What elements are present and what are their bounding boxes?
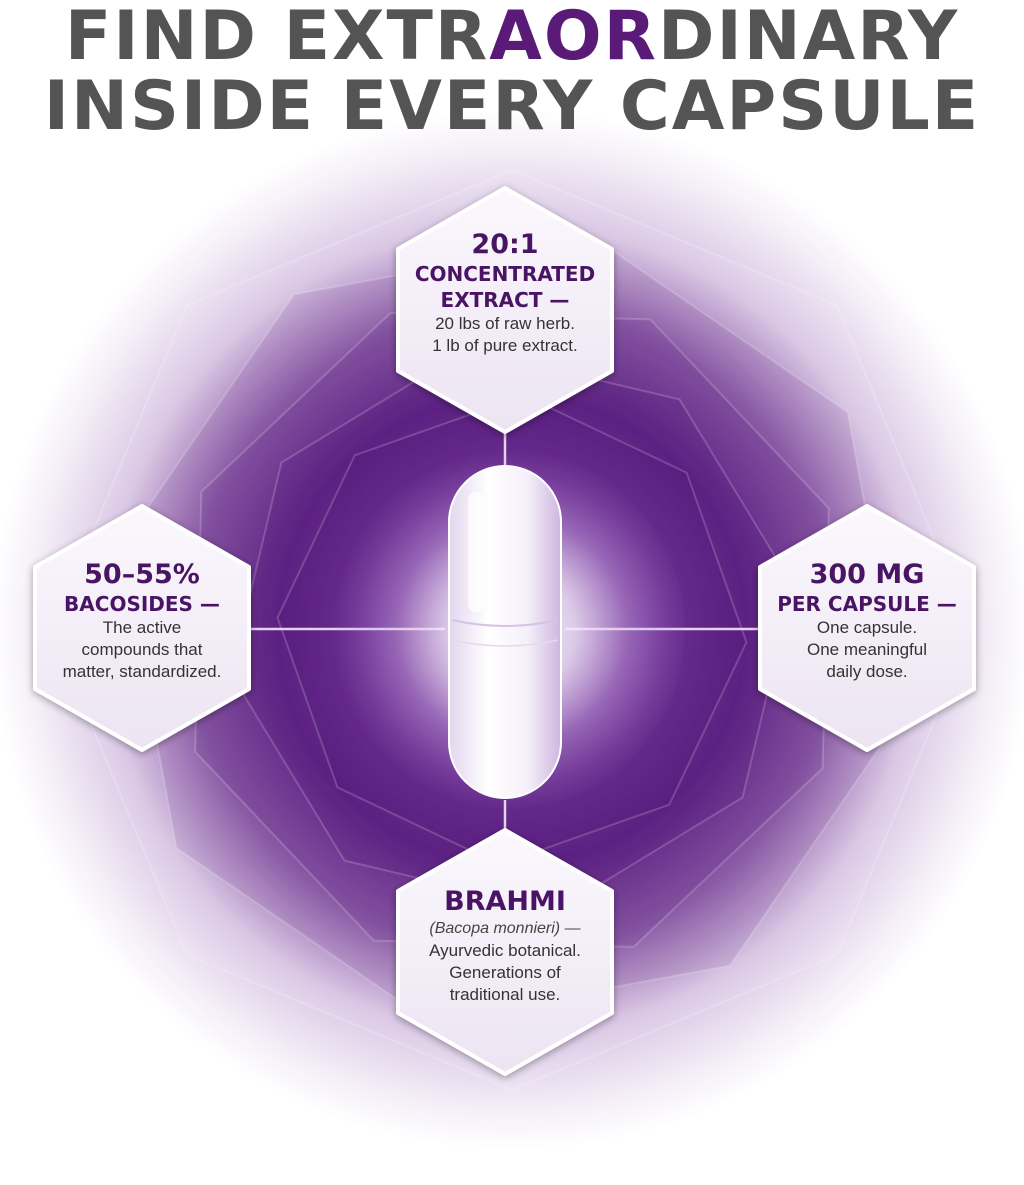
feature-top-desc-2: 1 lb of pure extract. bbox=[432, 336, 578, 355]
feature-bottom-value: BRAHMI bbox=[444, 886, 566, 917]
feature-bottom-desc-1: Ayurvedic botanical. bbox=[429, 941, 581, 960]
feature-left-desc-1: The active bbox=[102, 618, 182, 637]
feature-left: 50–55% BACOSIDES — The active compounds … bbox=[35, 555, 249, 705]
hex-right-shape bbox=[758, 504, 976, 752]
feature-right-value: 300 MG bbox=[809, 559, 925, 590]
hex-top-shape bbox=[396, 186, 614, 434]
feature-left-value: 50–55% bbox=[84, 559, 200, 590]
feature-left-desc-3: matter, standardized. bbox=[62, 662, 222, 681]
headline-line-1: FIND EXTRAORDINARY bbox=[0, 2, 1024, 72]
feature-bottom-subtitle: (Bacopa monnieri) — bbox=[429, 920, 581, 937]
feature-top-desc-1: 20 lbs of raw herb. bbox=[435, 314, 575, 333]
feature-left-title: BACOSIDES — bbox=[64, 592, 220, 616]
hex-bottom-shape bbox=[396, 828, 614, 1076]
headline-line-2: INSIDE EVERY CAPSULE bbox=[43, 67, 981, 146]
hexagons bbox=[33, 186, 976, 1076]
feature-top: 20:1 CONCENTRATED EXTRACT — 20 lbs of ra… bbox=[398, 215, 612, 395]
feature-right-desc-1: One capsule. bbox=[816, 618, 918, 637]
feature-right: 300 MG PER CAPSULE — One capsule. One me… bbox=[760, 555, 974, 705]
feature-left-desc-2: compounds that bbox=[81, 640, 203, 659]
feature-bottom-desc-3: traditional use. bbox=[449, 985, 561, 1004]
headline-accent: AOR bbox=[489, 0, 659, 76]
feature-right-title: PER CAPSULE — bbox=[777, 592, 957, 616]
feature-bottom: BRAHMI (Bacopa monnieri) — Ayurvedic bot… bbox=[398, 880, 612, 1040]
feature-right-desc-3: daily dose. bbox=[826, 662, 908, 681]
headline-part: DINARY bbox=[658, 0, 960, 76]
feature-right-desc-2: One meaningful bbox=[806, 640, 928, 659]
feature-top-title-1: CONCENTRATED bbox=[414, 262, 596, 286]
feature-top-value: 20:1 bbox=[471, 229, 539, 260]
headline-part: FIND EXTR bbox=[64, 0, 490, 76]
capsule-icon bbox=[448, 465, 562, 799]
feature-bottom-desc-2: Generations of bbox=[449, 963, 561, 982]
feature-top-title-2: EXTRACT — bbox=[440, 288, 570, 312]
hex-left-shape bbox=[33, 504, 251, 752]
